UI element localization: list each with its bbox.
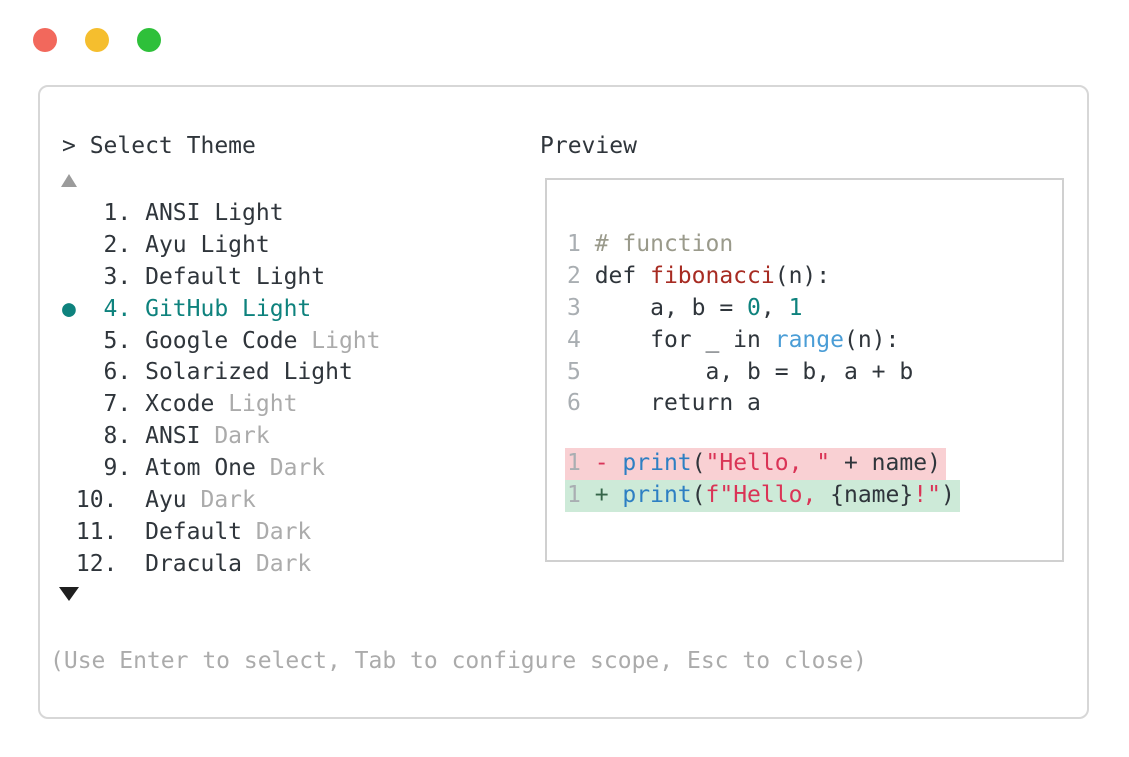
preview-code: 1 # function 2 def fibonacci(n): 3 a, b = … <box>565 229 960 513</box>
theme-list-item[interactable]: 2. Ayu Light <box>62 231 270 258</box>
keyboard-hints: (Use Enter to select, Tab to configure s… <box>50 648 867 674</box>
theme-list-item[interactable]: 7. Xcode Light <box>62 391 298 418</box>
close-window-icon[interactable] <box>33 28 57 52</box>
theme-list-item[interactable]: 5. Google Code Light <box>62 327 381 354</box>
zoom-window-icon[interactable] <box>136 28 161 52</box>
preview-title: Preview <box>540 133 637 159</box>
theme-list-item[interactable]: 9. Atom One Dark <box>62 455 326 482</box>
scroll-up-icon[interactable] <box>61 174 77 187</box>
code-line-6: 6 return a <box>567 390 761 417</box>
scroll-down-icon[interactable] <box>59 587 79 601</box>
code-line-2: 2 def fibonacci(n): <box>567 262 831 289</box>
theme-list-item[interactable]: 8. ANSI Dark <box>62 423 270 450</box>
diff-removed-line: 1 - print("Hello, " + name) <box>565 448 960 481</box>
theme-picker-panel: > Select Theme Preview 1. ANSI Light 2. … <box>38 85 1089 719</box>
minimize-window-icon[interactable] <box>84 28 109 52</box>
theme-list-item[interactable]: 10. Ayu Dark <box>62 487 256 514</box>
theme-list-item[interactable]: 11. Default Dark <box>62 518 312 545</box>
theme-list-item[interactable]: 12. Dracula Dark <box>62 550 312 577</box>
diff-added-line: 1 + print(f"Hello, {name}!") <box>565 480 960 513</box>
select-theme-prompt: > Select Theme <box>62 133 256 159</box>
code-line-4: 4 for _ in range(n): <box>567 326 900 353</box>
code-line-5: 5 a, b = b, a + b <box>567 358 914 385</box>
code-spacer <box>567 420 960 448</box>
theme-list-item[interactable]: 1. ANSI Light <box>62 200 284 226</box>
theme-list-item[interactable]: 6. Solarized Light <box>62 359 353 386</box>
preview-pane: 1 # function 2 def fibonacci(n): 3 a, b = … <box>545 178 1064 562</box>
window-controls <box>33 28 175 52</box>
code-line-1: 1 # function <box>567 231 734 257</box>
theme-list-item[interactable]: 3. Default Light <box>62 263 326 290</box>
code-line-3: 3 a, b = 0, 1 <box>567 294 803 321</box>
theme-list-item-selected[interactable]: ● 4. GitHub Light <box>62 295 312 322</box>
theme-list: 1. ANSI Light 2. Ayu Light 3. Default Li… <box>62 198 381 581</box>
